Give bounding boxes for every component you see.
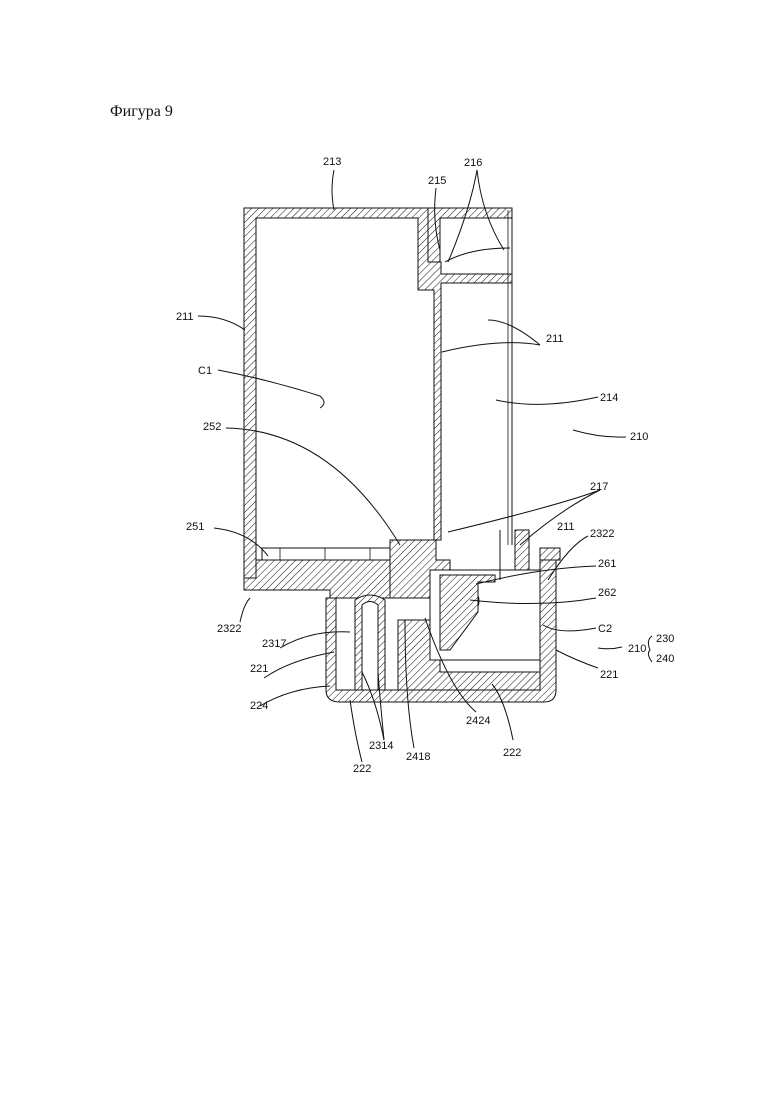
label-240: 240: [656, 653, 674, 665]
label-2424: 2424: [466, 715, 490, 727]
label-262: 262: [598, 587, 616, 599]
label-261: 261: [598, 558, 616, 570]
label-215: 215: [428, 175, 446, 187]
label-C1: C1: [198, 365, 212, 377]
tank-outer-wall: [244, 208, 512, 578]
lower-housing: [244, 530, 560, 702]
filter-grid: [262, 548, 397, 560]
label-222-left: 222: [353, 763, 371, 775]
label-211-left: 211: [176, 311, 194, 323]
label-214: 214: [600, 392, 618, 404]
brace-230-240: [648, 636, 652, 662]
label-251: 251: [186, 521, 204, 533]
post-217: [515, 530, 529, 570]
label-2322-right: 2322: [590, 528, 614, 540]
label-222-right: 222: [503, 747, 521, 759]
top-wall-215: [428, 208, 512, 262]
upper-tank: [244, 208, 512, 578]
label-210-bottom: 210: [628, 643, 646, 655]
label-252: 252: [203, 421, 221, 433]
label-210-top: 210: [630, 431, 648, 443]
label-211-right: 211: [557, 521, 575, 533]
seal-216-curve: [445, 248, 510, 262]
base-plate: [244, 560, 412, 598]
label-211-mid: 211: [546, 333, 564, 345]
label-C2: C2: [598, 623, 612, 635]
pipe-2317: [355, 595, 385, 690]
right-rim: [540, 548, 560, 560]
label-2314: 2314: [369, 740, 393, 752]
label-216: 216: [464, 157, 482, 169]
label-230: 230: [656, 633, 674, 645]
label-2317: 2317: [262, 638, 286, 650]
label-224: 224: [250, 700, 268, 712]
label-213: 213: [323, 156, 341, 168]
label-221-right: 221: [600, 669, 618, 681]
label-2418: 2418: [406, 751, 430, 763]
label-221-left: 221: [250, 663, 268, 675]
label-217: 217: [590, 481, 608, 493]
label-2322-left: 2322: [217, 623, 241, 635]
